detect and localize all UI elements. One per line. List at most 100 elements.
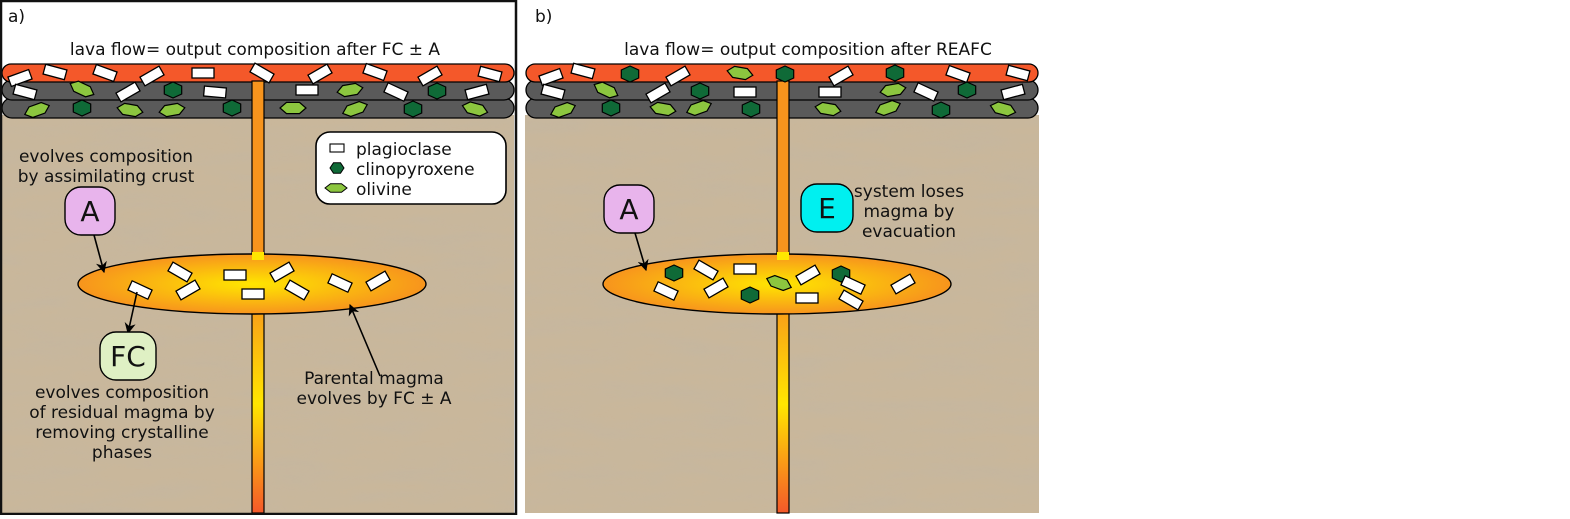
conduit-lower: [251, 294, 265, 514]
olivine-crystal: [814, 101, 842, 117]
fc-description-text-line: removing crystalline: [35, 423, 209, 443]
badge-fc-a: FC: [99, 331, 157, 381]
plagioclase-crystal: [362, 62, 388, 82]
lava-flow-title-b: lava flow= output composition after REAF…: [624, 40, 992, 60]
badge-fc-a-label: FC: [110, 340, 146, 373]
assimilation-arrow: [93, 234, 107, 274]
badge-assimilation-b-bg: [603, 184, 655, 234]
plagioclase-crystal: [464, 83, 490, 101]
plagioclase-crystal: [365, 270, 391, 292]
plagioclase-crystal: [241, 288, 265, 300]
plagioclase-crystal: [818, 86, 842, 98]
clinopyroxene-crystal: [740, 286, 760, 304]
plagioclase-crystal: [269, 261, 295, 283]
legend-label-olivine: olivine: [356, 180, 412, 200]
olivine-crystal: [989, 101, 1017, 117]
clinopyroxene-crystal: [163, 81, 183, 99]
panel-border: [0, 0, 518, 516]
badge-assimilation-b: A: [603, 184, 655, 234]
clinopyroxene-icon: [329, 162, 345, 174]
olivine-icon: [324, 183, 348, 193]
clinopyroxene-crystal: [741, 100, 761, 118]
clinopyroxene-crystal: [72, 99, 92, 117]
plagioclase-crystal: [92, 63, 118, 83]
conduit-lower: [776, 295, 790, 514]
panel-label-a: a): [8, 7, 25, 27]
plagioclase-crystal: [249, 62, 275, 84]
plagioclase-crystal: [665, 65, 691, 87]
plagioclase-crystal: [703, 277, 729, 299]
plagioclase-crystal: [540, 83, 566, 101]
clinopyroxene-crystal: [427, 82, 447, 100]
olivine-crystal: [341, 100, 369, 118]
conduit-upper: [776, 80, 790, 258]
badge-evacuation-b-label: E: [818, 192, 836, 225]
parental-magma-arrow: [348, 303, 381, 377]
plagioclase-icon: [329, 143, 345, 153]
plagioclase-crystal: [127, 279, 153, 301]
legend-box: [315, 131, 507, 205]
olivine-crystal: [649, 101, 677, 117]
plagioclase-crystal: [139, 65, 165, 87]
plagioclase-crystal: [284, 279, 310, 301]
plagioclase-crystal: [175, 279, 201, 301]
olivine-crystal: [116, 102, 144, 118]
plagioclase-crystal: [570, 62, 596, 80]
badge-evacuation-b: E: [800, 183, 854, 233]
plagioclase-crystal: [383, 81, 409, 103]
plagioclase-crystal: [307, 63, 333, 85]
clinopyroxene-crystal: [775, 65, 795, 83]
badge-assimilation-b-label: A: [619, 193, 638, 226]
plagioclase-crystal: [7, 68, 33, 88]
plagioclase-crystal: [295, 84, 319, 96]
clinopyroxene-crystal: [222, 99, 242, 117]
olivine-crystal: [726, 65, 754, 81]
plagioclase-crystal: [538, 67, 564, 87]
clinopyroxene-crystal: [957, 81, 977, 99]
assimilation-text-line: evolves composition: [19, 147, 193, 167]
evacuation-text-line: magma by: [863, 202, 954, 222]
plagioclase-crystal: [645, 82, 671, 104]
olivine-crystal: [549, 101, 577, 119]
badge-assimilation-a-label: A: [80, 195, 99, 228]
panel-a: a)lava flow= output composition after FC…: [0, 0, 518, 516]
panel-label-b: b): [535, 7, 552, 27]
panel-b: b) lava flow= output composition after RE…: [523, 0, 1041, 515]
olivine-crystal: [685, 99, 713, 117]
clinopyroxene-crystal: [403, 100, 423, 118]
clinopyroxene-crystal: [664, 264, 684, 282]
conduit-join: [777, 252, 789, 260]
plagioclase-crystal: [913, 81, 939, 103]
plagioclase-crystal: [167, 261, 193, 283]
plagioclase-crystal: [795, 292, 819, 304]
olivine-crystal: [879, 82, 907, 98]
plagioclase-crystal: [223, 269, 247, 281]
plagioclase-crystal: [115, 81, 141, 103]
plagioclase-crystal: [795, 264, 821, 286]
plagioclase-crystal: [417, 65, 443, 87]
plagioclase-crystal: [327, 272, 353, 294]
plagioclase-crystal: [1000, 83, 1026, 101]
legend-label-clinopyroxene: clinopyroxene: [356, 160, 475, 180]
plagioclase-crystal: [477, 65, 503, 83]
plagioclase-crystal: [12, 83, 38, 101]
plagioclase-crystal: [733, 86, 757, 98]
parental-magma-text-line: Parental magma: [304, 369, 444, 389]
fc-description-text-line: phases: [92, 443, 152, 463]
plagioclase-crystal: [828, 65, 854, 87]
plagioclase-crystal: [191, 67, 215, 79]
badge-assimilation-a-bg: [64, 186, 116, 236]
olivine-crystal: [874, 99, 902, 117]
plagioclase-crystal: [202, 85, 228, 99]
conduit-join: [252, 252, 264, 260]
plagioclase-crystal: [653, 280, 679, 302]
parental-magma-text-line: evolves by FC ± A: [296, 389, 451, 409]
badge-fc-a-bg: [99, 331, 157, 381]
plagioclase-crystal: [890, 273, 916, 295]
assimilation-arrow: [634, 232, 649, 272]
